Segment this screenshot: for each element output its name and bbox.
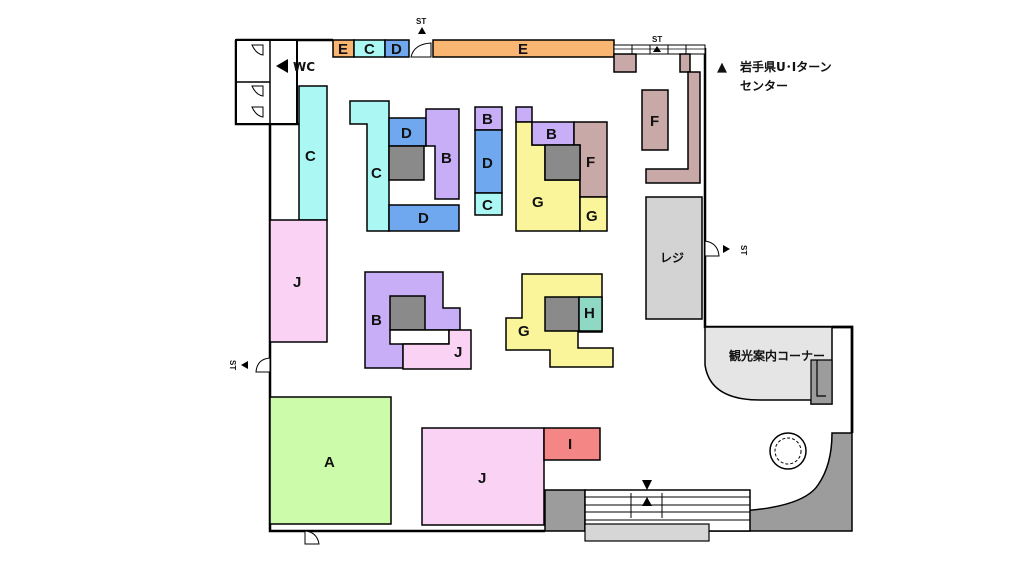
zone-label-j: J [293,274,301,291]
zone-label-h: H [584,305,595,322]
zone-A [269,396,392,525]
door-icon [304,530,320,545]
tourist-info-corner: 観光案内コーナー [704,326,833,405]
zone-label-c: C [371,165,382,182]
st-marker-top: ST [416,17,426,34]
st-label: ST [228,360,237,370]
right-wall-fixtures [613,53,701,184]
zone-label-b: B [546,126,557,143]
door-icon [704,240,720,257]
st-marker-left: ST [228,357,271,373]
wc-block [235,39,298,125]
pillar [389,295,426,331]
island-2: B D C [474,106,503,216]
pillar [544,296,580,332]
zone-label-b: B [482,111,493,128]
top-strip: E C D E [332,39,706,58]
zone-label-g: G [532,194,544,211]
zone-label-a: A [324,454,335,471]
zone-C-island [349,100,390,232]
zone-label-j: J [478,470,486,487]
zone-D-island-bottom [388,204,460,232]
zone-H [578,296,603,332]
zone-G-small [579,196,608,232]
st-label: ST [739,245,748,255]
island-5: G H [505,273,614,368]
st-arrow-icon [241,361,248,369]
zone-J-island-4 [402,329,472,370]
legend-line-2: センター [740,79,788,93]
st-label: ST [652,35,662,44]
zone-C-island-2 [474,192,503,216]
zone-label-f: F [650,113,659,130]
bottom-right-gray [544,432,853,532]
zone-D-top [384,39,410,58]
legend-line-1: 岩手県U･Iターン [739,59,832,74]
register: レジ [645,196,703,320]
zone-label-g: G [586,208,598,225]
zone-J-left [269,219,328,343]
door-icon [410,42,432,58]
zone-label-c: C [482,197,493,214]
pillar [544,144,581,181]
legend-marker-icon: ▲ [717,60,727,75]
round-fixture [769,432,807,470]
st-marker-right: ST [704,240,748,257]
door-icon [255,357,271,373]
tourist-info-label: 観光案内コーナー [729,348,825,363]
zone-label-d: D [418,210,429,227]
st-marker-top-right: ST [652,35,662,52]
zone-label-d: D [482,155,493,172]
st-label: ST [416,17,426,26]
st-arrow-icon [723,245,730,253]
legend: ▲ 岩手県U･Iターン センター [717,59,832,93]
wc-sign: WC [276,59,315,74]
island-1: C D B D [349,100,460,232]
zone-label-c: C [364,41,375,58]
zone-B-island-1 [425,108,460,200]
zone-label-b: B [371,312,382,329]
entrance-arrow-down-icon [642,480,652,490]
entrance-arrow-up-icon [642,497,652,506]
st-arrow-icon [653,46,661,52]
zone-D-island-2 [474,129,503,194]
wc-arrow-icon [276,59,288,73]
island-4: B J [364,271,472,370]
zone-label-d: D [391,41,402,58]
zone-F-right [641,89,669,151]
wc-label: WC [293,60,315,74]
zone-label-i: I [568,436,572,453]
pillar [388,145,425,181]
zone-label-f: F [586,154,595,171]
zone-label-d: D [401,125,412,142]
zone-label-j: J [454,344,462,361]
zone-label-e: E [338,41,348,58]
zone-label-c: C [305,148,316,165]
entrance [584,480,751,542]
register-label: レジ [660,251,684,265]
zone-label-b: B [441,150,452,167]
zone-label-g: G [518,323,530,340]
zone-J-bottom [421,427,545,526]
island-3: G B F G [515,106,608,232]
zone-I [543,427,601,461]
st-arrow-icon [418,27,426,34]
zone-label-e: E [518,41,528,58]
